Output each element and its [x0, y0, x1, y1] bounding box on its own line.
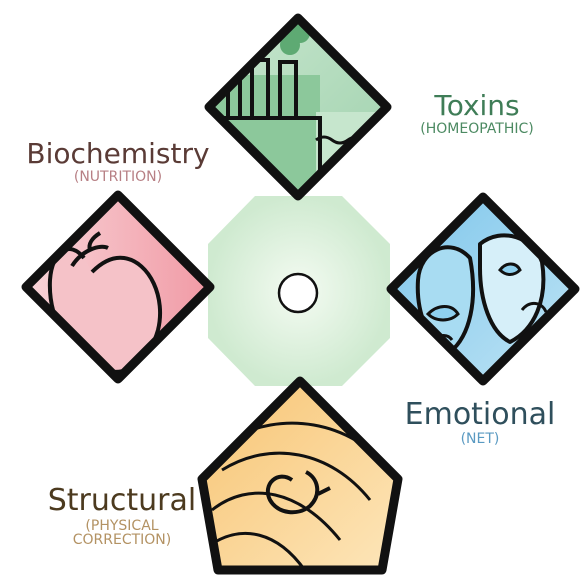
structural-tile: [202, 381, 398, 578]
structural-subtitle-line2: CORRECTION): [42, 533, 202, 547]
toxins-tile: [200, 18, 396, 207]
biochemistry-title: Biochemistry: [18, 140, 218, 168]
emotional-title: Emotional: [400, 400, 560, 430]
center-circle: [279, 274, 317, 312]
factory-icon: [200, 20, 396, 207]
biochemistry-label: Biochemistry (NUTRITION): [18, 140, 218, 184]
toxins-subtitle: (HOMEOPATHIC): [402, 122, 552, 136]
emotional-tile: [391, 197, 575, 381]
emotional-label: Emotional (NET): [400, 400, 560, 446]
biochemistry-tile: [26, 195, 210, 379]
emotional-subtitle: (NET): [400, 432, 560, 446]
center-octagon: [208, 196, 390, 386]
structural-subtitle-line1: (PHYSICAL: [42, 519, 202, 533]
biochemistry-subtitle: (NUTRITION): [18, 170, 218, 184]
structural-label: Structural (PHYSICAL CORRECTION): [42, 486, 202, 547]
structural-title: Structural: [42, 486, 202, 516]
toxins-title: Toxins: [402, 92, 552, 120]
toxins-label: Toxins (HOMEOPATHIC): [402, 92, 552, 136]
